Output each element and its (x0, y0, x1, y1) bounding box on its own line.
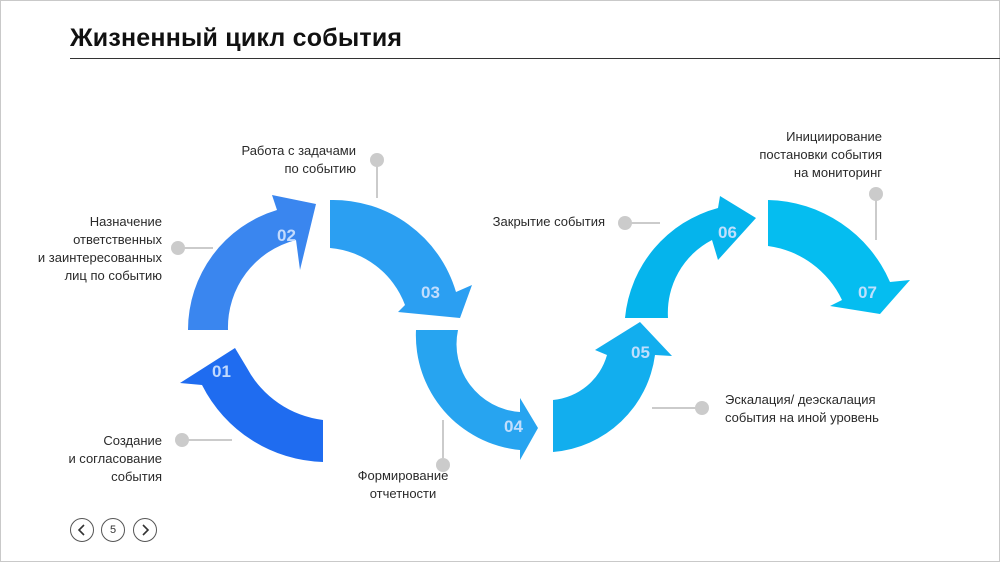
arrow-segment-05 (553, 322, 672, 452)
step-number-06: 06 (718, 223, 737, 242)
next-slide-button[interactable] (133, 518, 157, 542)
step-label-01-line: Создание (103, 433, 162, 448)
arrow-segment-07 (768, 200, 910, 314)
arrow-segment-04 (415, 330, 538, 460)
arrow-segment-03 (330, 199, 472, 318)
step-label-07-line: Инициирование (786, 129, 882, 144)
prev-slide-button[interactable] (70, 518, 94, 542)
step-label-04-line: отчетности (369, 486, 437, 501)
step-number-04: 04 (504, 417, 523, 436)
step-label-05-line: события на иной уровень (725, 410, 879, 425)
step-label-07-line: на мониторинг (793, 165, 882, 180)
connector-01 (175, 433, 232, 447)
step-label-05-line: Эскалация/ деэскалация (725, 392, 876, 407)
step-label-02-line: и заинтересованных (37, 250, 162, 265)
arrow-02: 02 (187, 195, 316, 330)
step-label-03-line: Работа с задачами (241, 143, 356, 158)
arrow-05: 05 (553, 322, 672, 452)
step-label-07-line: постановки события (759, 147, 882, 162)
step-number-03: 03 (421, 283, 440, 302)
step-label-04-line: Формирование (357, 468, 449, 483)
page-title: Жизненный цикл события (70, 24, 403, 52)
connector-07 (869, 187, 883, 240)
step-label-01-line: события (111, 469, 162, 484)
arrow-01: 01 (180, 348, 323, 462)
step-label-06: Закрытие события (470, 213, 605, 231)
connector-05 (652, 401, 709, 415)
step-label-03-line: по событию (284, 161, 356, 176)
arrow-04: 04 (415, 330, 538, 460)
connector-04 (436, 420, 450, 472)
step-label-06-line: Закрытие события (492, 214, 605, 229)
arrow-segment-06 (625, 196, 756, 318)
arrow-07: 07 (768, 200, 910, 314)
connector-03 (370, 153, 384, 198)
chevron-right-icon (142, 524, 150, 536)
arrow-06: 06 (625, 196, 756, 318)
step-label-03: Работа с задачами по событию (210, 142, 356, 178)
connector-06 (618, 216, 660, 230)
step-label-04: Формирование отчетности (343, 467, 463, 503)
connectors (171, 153, 883, 472)
step-label-02-line: Назначение (89, 214, 162, 229)
step-number-07: 07 (858, 283, 877, 302)
arrow-segment-01 (180, 348, 323, 462)
connector-02 (171, 241, 213, 255)
step-label-02-line: лиц по событию (64, 268, 162, 283)
arrow-03: 03 (330, 199, 472, 318)
arrow-segment-02 (187, 195, 316, 330)
step-number-05: 05 (631, 343, 650, 362)
step-label-01-line: и согласование (68, 451, 162, 466)
chevron-left-icon (77, 524, 85, 536)
step-number-01: 01 (212, 362, 231, 381)
step-label-07: Инициирование постановки события на мони… (730, 128, 882, 182)
step-label-02: Назначение ответственных и заинтересован… (20, 213, 162, 285)
step-label-02-line: ответственных (73, 232, 162, 247)
step-label-01: Создание и согласование события (40, 432, 162, 486)
page-number: 5 (101, 518, 125, 542)
step-number-02: 02 (277, 226, 296, 245)
title-underline (70, 58, 1000, 59)
step-label-05: Эскалация/ деэскалация события на иной у… (725, 391, 895, 427)
